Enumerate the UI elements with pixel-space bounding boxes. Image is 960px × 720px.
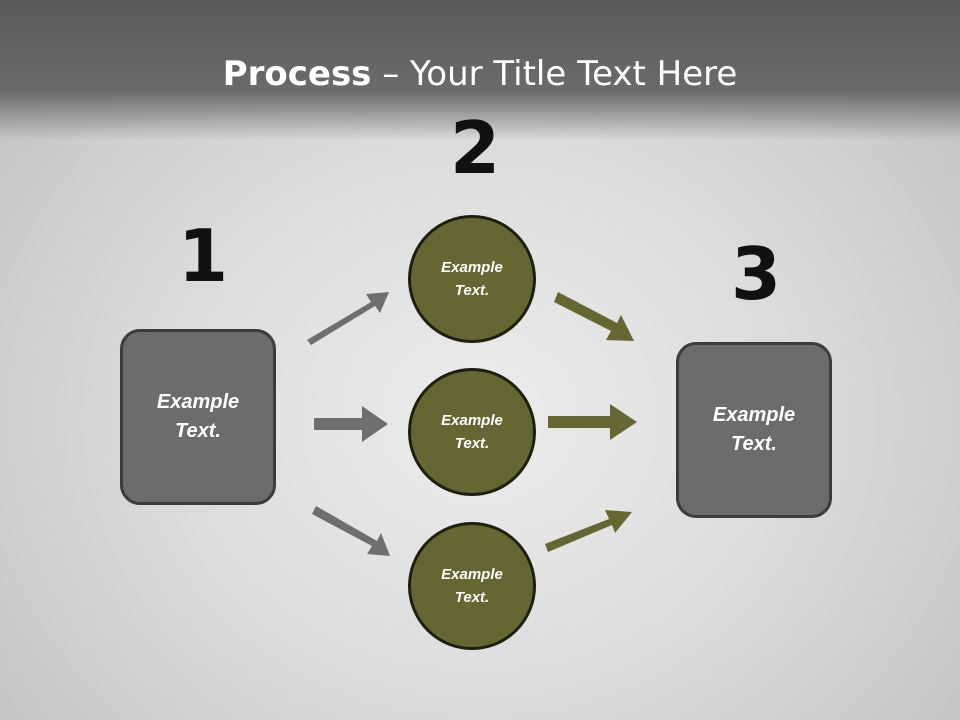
arrow-up-right-olive xyxy=(545,510,632,552)
arrow-right-olive xyxy=(548,404,637,440)
circle-bottom: Example Text. xyxy=(408,522,536,650)
arrow-right-gray xyxy=(314,406,388,442)
arrow-down-right-gray xyxy=(312,506,390,556)
circle-middle-label: Example Text. xyxy=(441,412,503,452)
step-box-1: Example Text. xyxy=(120,329,276,505)
circle-top-label: Example Text. xyxy=(441,259,503,299)
step-box-3: Example Text. xyxy=(676,342,832,518)
slide-title: Process – Your Title Text Here xyxy=(0,52,960,96)
title-rest: – Your Title Text Here xyxy=(371,54,738,94)
step-number-2: 2 xyxy=(450,106,501,190)
step-number-1: 1 xyxy=(178,214,229,298)
arrow-down-right-olive xyxy=(554,292,634,341)
step-box-3-label: Example Text. xyxy=(712,404,796,455)
circle-bottom-label: Example Text. xyxy=(441,566,503,606)
circle-top: Example Text. xyxy=(408,215,536,343)
arrow-up-right-gray xyxy=(307,292,389,345)
title-bar xyxy=(0,0,960,140)
circle-middle: Example Text. xyxy=(408,368,536,496)
step-box-1-label: Example Text. xyxy=(156,391,240,442)
title-strong: Process xyxy=(222,54,372,94)
step-number-3: 3 xyxy=(731,232,782,316)
